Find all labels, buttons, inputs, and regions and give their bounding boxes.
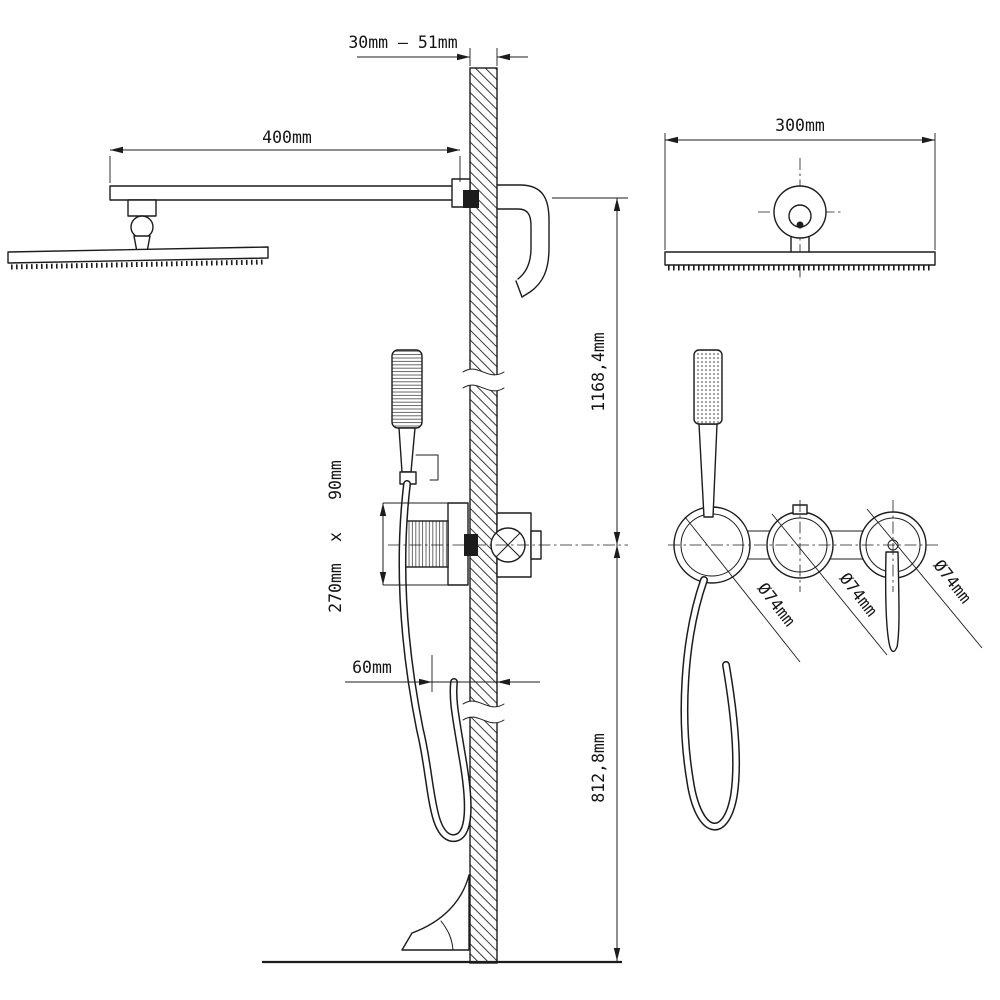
mixer-front [668, 500, 940, 653]
shower-head-side [7, 246, 269, 270]
front-view: 300mm [664, 116, 983, 831]
side-dimensions: 30mm – 51mm 400mm 1168,4mm 812,8mm 90mm … [109, 33, 628, 961]
dim-arm-length: 400mm [262, 128, 312, 147]
handset-holder-hook [415, 454, 439, 481]
dim-diameter-right: Ø74mm [930, 556, 976, 607]
wall-section [462, 67, 505, 964]
front-dimensions-top: 300mm [664, 116, 936, 250]
wall-break-line [462, 384, 505, 392]
hose-front [680, 576, 741, 831]
valve-knob [403, 520, 449, 568]
dim-head-width: 300mm [775, 116, 825, 135]
side-view: 30mm – 51mm 400mm 1168,4mm 812,8mm 90mm … [7, 33, 628, 964]
shower-arm-side [109, 178, 479, 253]
dim-upper-height: 1168,4mm [589, 332, 608, 412]
dim-lower-height: 812,8mm [589, 733, 608, 803]
shower-head-front [664, 158, 936, 280]
dim-diameter-left: Ø74mm [754, 579, 800, 630]
wall-break-line [462, 700, 505, 708]
dim-spout-offset: 60mm [352, 658, 392, 677]
dim-diameter-middle: Ø74mm [836, 569, 882, 620]
dim-valve-height: 90mm [326, 460, 345, 500]
handset-head [391, 349, 423, 429]
dim-valve-width: 270mm [326, 563, 345, 613]
floor-bracket [401, 874, 470, 951]
handset-handle-front [698, 423, 718, 518]
dim-wall-thickness: 30mm – 51mm [348, 33, 457, 52]
mixer-valve-side [403, 502, 542, 586]
ball-joint [130, 215, 154, 239]
mixer-lever [884, 551, 900, 653]
hose-side [398, 480, 472, 842]
arm-elbow [127, 199, 157, 217]
dim-valve-separator: x [326, 532, 345, 542]
valve-wall-feedthrough [464, 534, 478, 556]
handset-head-front [693, 349, 723, 425]
handset-handle [398, 427, 416, 473]
wall-break-line [462, 716, 505, 724]
spout-side [496, 184, 550, 298]
wall-break-line [462, 368, 505, 376]
hand-shower-front [693, 349, 723, 518]
hand-shower-side [391, 349, 439, 485]
arm-joint-screw [796, 221, 804, 229]
wall-feedthrough [463, 190, 479, 208]
